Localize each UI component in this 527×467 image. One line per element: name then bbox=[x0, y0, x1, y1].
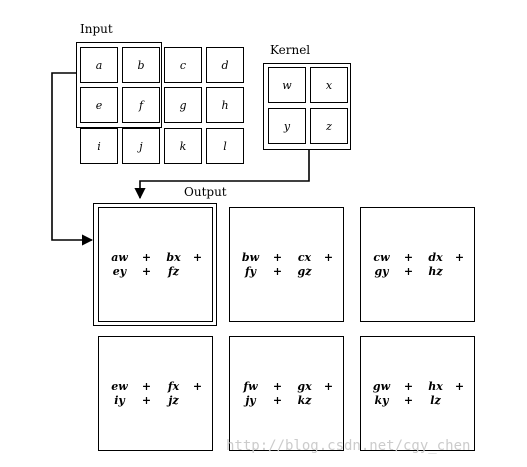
kernel-to-output-arrow bbox=[134, 149, 310, 200]
input-cell: f bbox=[122, 87, 160, 123]
kernel-cell: x bbox=[310, 67, 348, 103]
kernel-title: Kernel bbox=[270, 43, 311, 57]
input-title: Input bbox=[80, 22, 113, 36]
input-to-output-arrow bbox=[51, 72, 94, 246]
input-window-highlight bbox=[76, 42, 162, 128]
input-cell: b bbox=[122, 47, 160, 83]
input-cell: l bbox=[206, 128, 244, 164]
output-title: Output bbox=[184, 185, 227, 199]
kernel-cell: w bbox=[268, 67, 306, 103]
input-cell: h bbox=[206, 87, 244, 123]
output-box: ew+fx+ iy+jz bbox=[98, 336, 213, 451]
input-cell: j bbox=[122, 128, 160, 164]
output-box: bw+cx+ fy+gz bbox=[229, 207, 344, 322]
input-cell: a bbox=[80, 47, 118, 83]
output-box: gw+hx+ ky+lz bbox=[360, 336, 475, 451]
input-cell: i bbox=[80, 128, 118, 164]
kernel-cell: y bbox=[268, 108, 306, 144]
input-cell: c bbox=[164, 47, 202, 83]
input-cell: k bbox=[164, 128, 202, 164]
output-box: aw+bx+ ey+fz bbox=[98, 207, 213, 322]
kernel-cell: z bbox=[310, 108, 348, 144]
input-cell: e bbox=[80, 87, 118, 123]
output-highlight-frame bbox=[93, 203, 217, 326]
watermark-text: http://blog.csdn.net/cgy_chen bbox=[226, 438, 471, 454]
output-box: cw+dx+ gy+hz bbox=[360, 207, 475, 322]
input-cell: g bbox=[164, 87, 202, 123]
input-cell: d bbox=[206, 47, 244, 83]
output-box: fw+gx+ jy+kz bbox=[229, 336, 344, 451]
kernel-frame bbox=[263, 63, 351, 150]
